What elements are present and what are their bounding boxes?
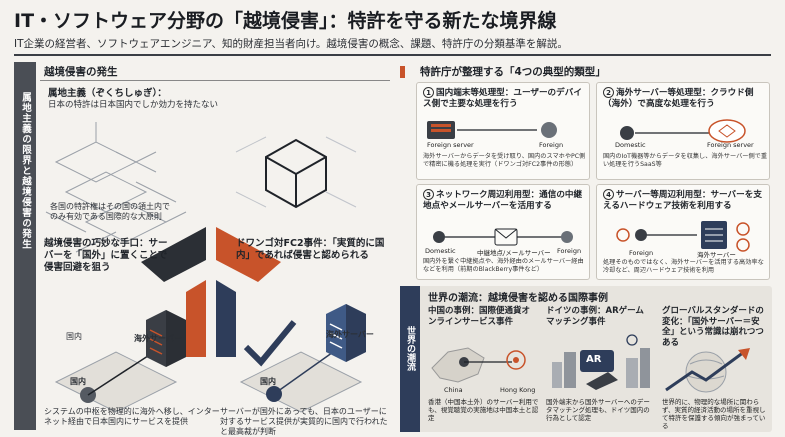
hongkong-flower-icon	[506, 350, 526, 370]
left-vertical-tab: 属地主義の限界と越境侵害の発生	[14, 62, 36, 430]
type-card-3-right-node: Foreign	[557, 247, 582, 255]
fan-icon	[736, 222, 750, 236]
type-card-1-desc: 海外サーバーからデータを受け取り、国内のスマホやPC側で精密に機る処理を実行（ド…	[423, 153, 586, 168]
world-heading: 世界の潮流：越境侵害を認める国際事例	[428, 293, 608, 304]
territorial-note: 各国の特許権はその国の領土内でのみ有効である国際的な大原則	[50, 202, 170, 221]
type-card-3-diagram	[433, 228, 573, 246]
example-2-ar-scene	[552, 334, 650, 390]
header-divider	[14, 54, 771, 56]
fan-icon-3	[616, 228, 630, 242]
example-1-map	[431, 347, 526, 383]
left-heading: 越境侵害の発生	[44, 66, 118, 78]
left-diagram	[45, 122, 366, 413]
server-icon-left	[146, 310, 186, 367]
example-3-globe-arrow	[665, 348, 750, 393]
left-panel: 属地主義の限界と越境侵害の発生 越境侵害の発生	[14, 62, 394, 436]
dwango-domestic-label: 国内	[260, 377, 276, 386]
world-tab-label: 世界の潮流	[405, 326, 415, 371]
type-card-2-left-node: Domestic	[615, 141, 646, 149]
example-3-desc: 世界的に、物理的な場所に関わらず、実質的経済活動の場所を重視して特許を保護する傾…	[662, 398, 766, 430]
type-card-2-desc: 国内のIoT機器等からデータを収集し、海外サーバー側で重い処理を行うSaaS等	[603, 153, 768, 168]
tactic-domestic-label: 国内	[70, 377, 86, 386]
type-card-1-num: 1	[423, 87, 434, 98]
type-card-4-right-node: 海外サーバー	[697, 251, 736, 259]
y-arm-right	[216, 227, 281, 282]
y-stem-right	[216, 280, 236, 357]
y-arm-left	[141, 227, 206, 282]
server-icon-right	[326, 304, 366, 362]
dwango-title: ドワンゴ対FC2事件：「実質的に国内」であれば侵害と認められる	[236, 238, 385, 261]
type-card-3-mid-node: 中継地点/メールサーバー	[477, 249, 551, 257]
example-2-badge: AR	[586, 354, 602, 365]
example-3-title: グローバルスタンダードの変化：「国外サーバー＝安全」という常識は崩れつつある	[662, 306, 764, 348]
type-card-3-left-node: Domestic	[425, 247, 456, 255]
maze-lines	[45, 122, 187, 253]
cube-icon	[265, 138, 327, 209]
left-platform	[54, 310, 186, 413]
tactic-desc: システムの中枢を物理的に海外へ移し、インターネット経由で日本国内にサービスを提供	[44, 407, 220, 426]
type-card-3-num: 3	[423, 189, 434, 200]
type-card-2-right-node: Foreign server	[707, 141, 754, 149]
cloud-icon-2	[626, 334, 638, 346]
page-title: IT・ソフトウェア分野の「越境侵害」：特許を守る新たな境界線	[14, 10, 557, 32]
type-card-4-left-node: Foreign	[629, 249, 654, 257]
tactic-server-label: 海外サーバー	[134, 334, 182, 343]
type-card-4-desc: 処理そのものではなく、海外サーバーを活用する高効率な冷却など、周辺ハードウェア技…	[603, 259, 764, 274]
world-panel: 世界の潮流 世界の潮流：越境侵害を認める国際事例 中国の事例：国際便通貨オンライ…	[400, 286, 772, 432]
type-card-2-diagram	[620, 119, 746, 143]
example-1-desc: 香港（中国本土外）のサーバー利用でも、視覚聴覚の実施地は中国本土と認定	[428, 398, 539, 422]
example-1-label-b: Hong Kong	[500, 386, 536, 394]
type-card-1-right-node: Foreign	[539, 141, 564, 149]
accent-bar	[400, 66, 405, 78]
world-vertical-tab: 世界の潮流	[400, 286, 420, 432]
territorial-title: 属地主義（ぞくちしゅぎ）：	[48, 88, 167, 99]
ar-screen-icon	[580, 350, 614, 372]
types-heading: 特許庁が整理する「4つの典型的類型」	[420, 66, 606, 78]
type-card-4-num: 4	[603, 189, 614, 200]
phone-icon	[586, 372, 618, 390]
trend-arrow-icon	[665, 350, 745, 392]
left-heading-rule	[40, 80, 390, 81]
example-2-title: ドイツの事例：ARゲームマッチング事件	[546, 306, 644, 327]
type-card-3-desc: 国内外を繋ぐ中継拠点や、海外経由のメールサーバー経由などを利用（前期のBlack…	[423, 258, 584, 273]
type-card-1-left-node: Foreign server	[427, 141, 474, 149]
example-1-label-a: China	[444, 386, 463, 394]
right-platform	[239, 304, 366, 413]
left-tab-label: 属地主義の限界と越境侵害の発生	[20, 92, 31, 250]
fan-icon-2	[736, 238, 750, 252]
type-card-2-num: 2	[603, 87, 614, 98]
dwango-desc: サーバーが国外にあっても、日本のユーザーに対するサービス提供が実質的に国内で行わ…	[220, 407, 388, 436]
example-2-desc: 国外端末から国外サーバーへのデータマッチング処理も、ドイツ国内の行為として認定	[546, 398, 650, 422]
cloud-icon	[708, 119, 746, 143]
dwango-server-label: 海外サーバー	[326, 330, 374, 339]
type-card-1-diagram	[427, 121, 557, 139]
example-1-title: 中国の事例：国際便通貨オンラインサービス事件	[428, 306, 531, 327]
territorial-desc: 日本の特許は日本国内でしか効力を持たない	[48, 100, 219, 110]
check-icon	[243, 320, 297, 367]
page-subtitle: IT企業の経営者、ソフトウェアエンジニア、知的財産担当者向け。越境侵害の概念、課…	[14, 38, 568, 50]
y-stem-left	[186, 280, 206, 357]
type-card-4-diagram	[616, 221, 750, 252]
tactic-title: 越境侵害の巧妙な手口：サーバーを「国外」に置くことで侵害回避を狙う	[44, 238, 168, 273]
tactic-country-label: 国内	[66, 332, 82, 341]
